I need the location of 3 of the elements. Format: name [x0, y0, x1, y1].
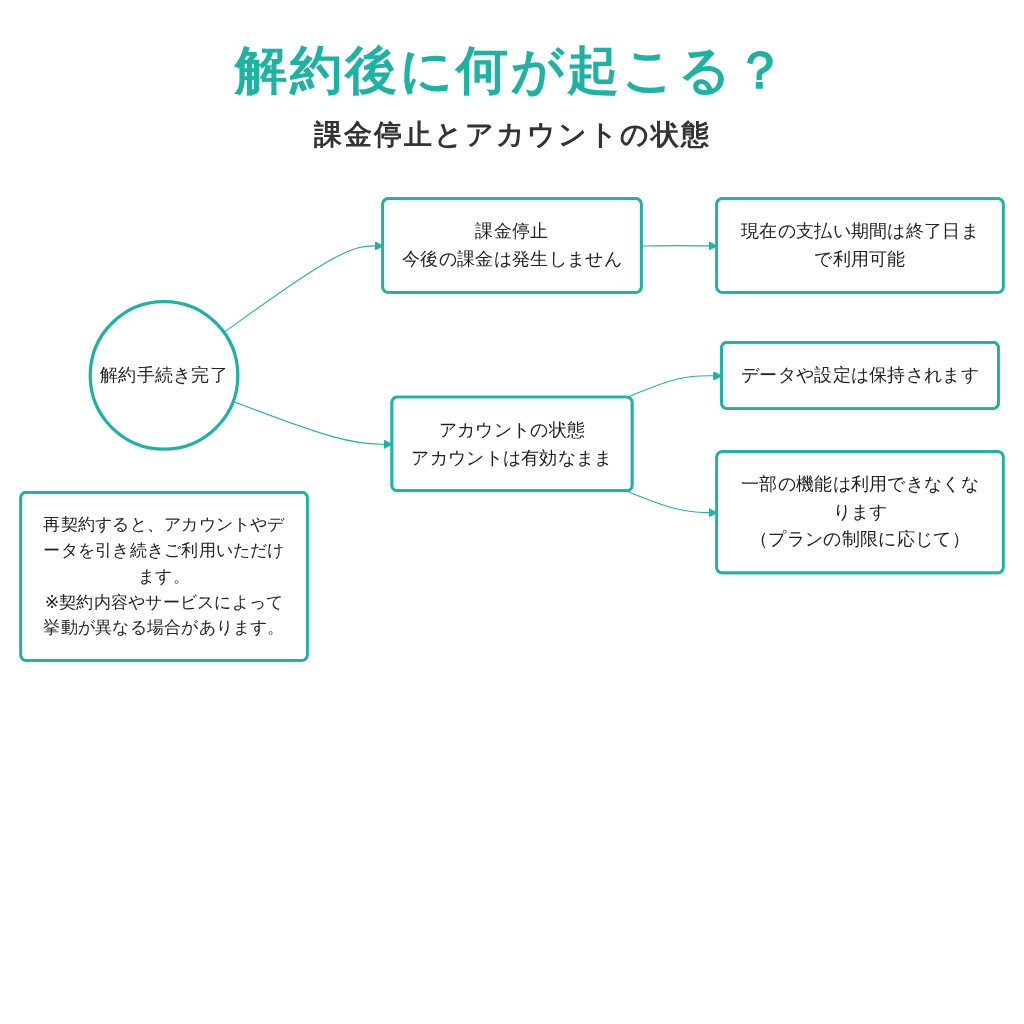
node-circle: 解約手続き完了 — [88, 300, 240, 451]
subtitle: 課金停止とアカウントの状態 — [313, 117, 711, 153]
title: 解約後に何が起こる？ — [235, 39, 789, 102]
